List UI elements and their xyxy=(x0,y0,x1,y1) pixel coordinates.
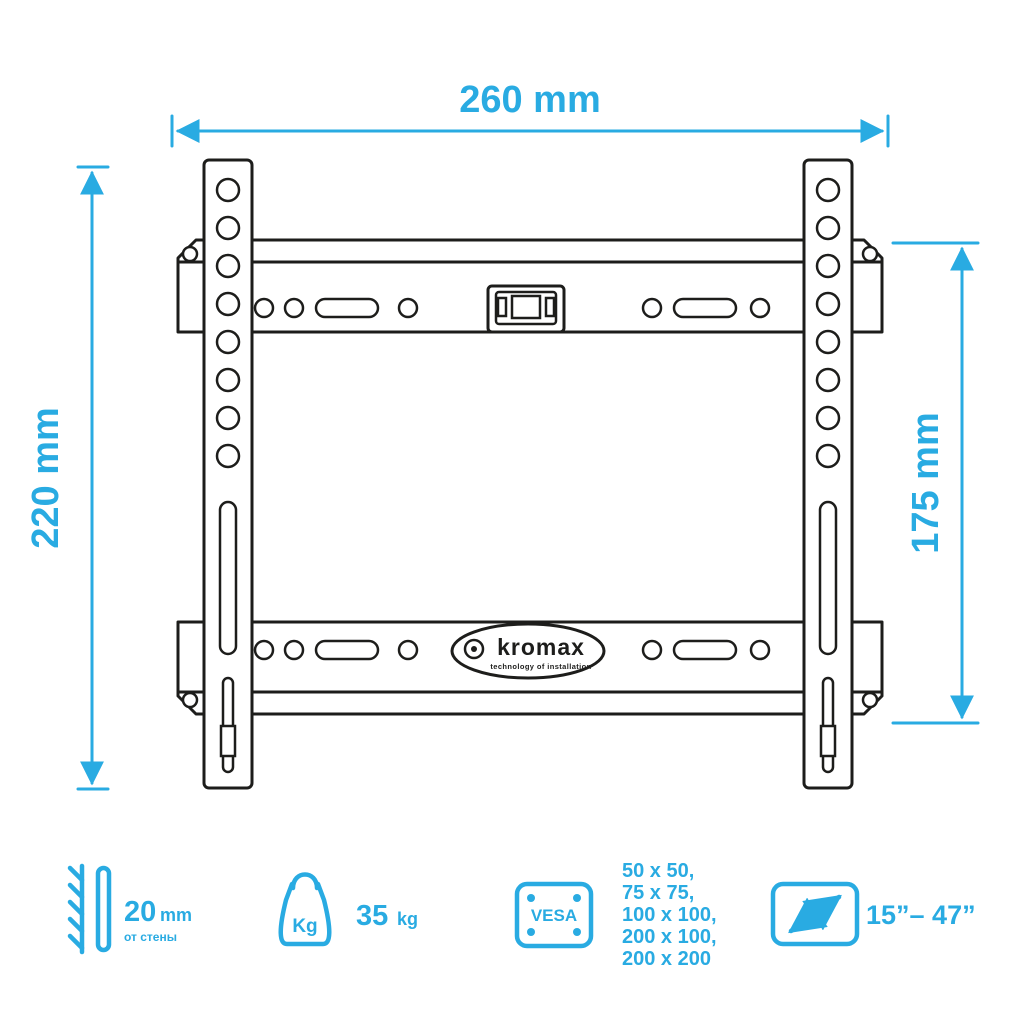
weight-value: 35 xyxy=(356,900,388,932)
logo-tagline: technology of installation xyxy=(490,662,591,671)
logo-mark-dot xyxy=(471,646,477,652)
right-rail-holes xyxy=(815,177,841,774)
logo-ellipse xyxy=(450,622,606,680)
dimension-height-total: 220 mm xyxy=(25,165,110,791)
weight-icon: Kg xyxy=(278,872,332,947)
corner-tab-hole xyxy=(861,691,879,709)
vesa-icon: VESA xyxy=(514,881,594,949)
vesa-icon-label: VESA xyxy=(531,906,577,925)
bottom-plate: kromax technology of installation xyxy=(176,620,884,716)
corner-tab-hole xyxy=(861,245,879,263)
wall-distance-icon xyxy=(67,863,112,955)
corner-tab-hole xyxy=(181,245,199,263)
spec-max-weight: Kg 35 kg xyxy=(278,872,418,947)
kromax-logo: kromax technology of installation xyxy=(450,622,606,680)
dim-label-height-total: 220 mm xyxy=(25,407,67,549)
center-latch xyxy=(486,284,566,334)
dimension-height-plates: 175 mm xyxy=(891,241,980,725)
screen-size-range: 15”– 47” xyxy=(866,900,976,930)
logo-mark-icon xyxy=(463,638,485,660)
logo-name: kromax xyxy=(497,634,585,660)
wall-distance-note: от стены xyxy=(124,930,177,944)
vesa-sizes-list: 50 x 50, 75 x 75, 100 x 100, 200 x 100, … xyxy=(622,860,717,970)
bracket-drawing: kromax technology of installation xyxy=(176,158,884,790)
wall-distance-value: 20 xyxy=(124,896,156,928)
vesa-size: 200 x 100, xyxy=(622,926,717,948)
weight-unit: kg xyxy=(397,909,418,929)
screen-size-icon xyxy=(770,881,860,947)
left-rail-holes xyxy=(215,177,241,774)
right-rail-outline xyxy=(802,158,854,790)
spec-vesa: VESA 50 x 50, 75 x 75, 100 x 100, 200 x … xyxy=(514,860,717,970)
wall-distance-unit: mm xyxy=(160,905,192,925)
spec-wall-distance: 20 mm от стены xyxy=(67,863,192,955)
dim-label-height-plates: 175 mm xyxy=(905,412,947,554)
dim-label-width: 260 mm xyxy=(459,79,601,121)
left-rail-outline xyxy=(202,158,254,790)
dimension-width: 260 mm xyxy=(170,79,890,148)
vesa-size: 75 x 75, xyxy=(622,882,694,904)
bottom-plate-holes xyxy=(253,639,771,661)
left-rail xyxy=(202,158,254,790)
right-rail xyxy=(802,158,854,790)
vesa-size: 50 x 50, xyxy=(622,860,694,882)
top-plate-holes xyxy=(253,297,771,319)
weight-icon-label: Kg xyxy=(292,916,317,937)
top-plate xyxy=(176,238,884,334)
corner-tab-hole xyxy=(181,691,199,709)
vesa-size: 100 x 100, xyxy=(622,904,717,926)
spec-screen-size: 15”– 47” xyxy=(770,881,976,947)
vesa-size: 200 x 200 xyxy=(622,948,711,970)
